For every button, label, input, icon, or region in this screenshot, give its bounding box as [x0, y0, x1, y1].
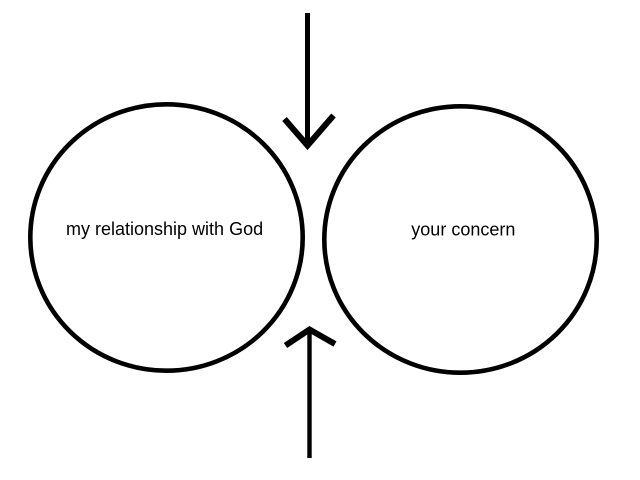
svg-text:your concern: your concern: [411, 220, 515, 240]
svg-text:my relationship with God: my relationship with God: [66, 219, 263, 239]
